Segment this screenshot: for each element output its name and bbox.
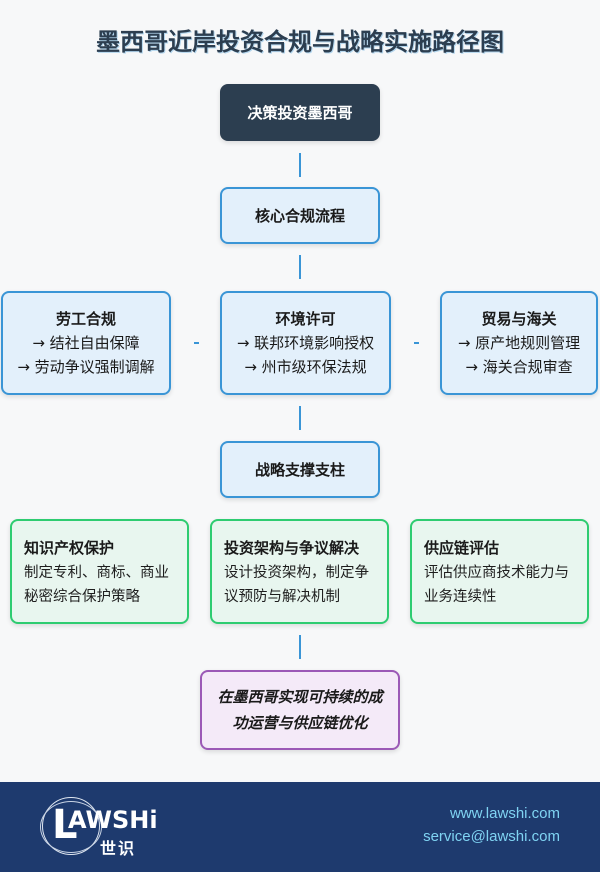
- lawshi-logo: L AWSHi 世识: [38, 795, 168, 860]
- ip-head: 知识产权保护: [24, 539, 115, 557]
- logo-chinese-name: 世识: [100, 839, 137, 858]
- logo-letter: L: [52, 802, 78, 848]
- node-labor-compliance: 劳工合规 → 结社自由保障 → 劳动争议强制调解: [1, 291, 171, 395]
- connector-core-row: [299, 255, 301, 279]
- environment-head: 环境许可: [275, 310, 336, 328]
- node-trade-customs: 贸易与海关 → 原产地规则管理 → 海关合规审查: [440, 291, 598, 395]
- node-ip-protection: 知识产权保护 制定专利、商标、商业秘密综合保护策略: [10, 519, 189, 624]
- node-core-label: 核心合规流程: [254, 206, 345, 225]
- trade-item: → 海关合规审查: [465, 358, 573, 376]
- environment-item: → 州市级环保法规: [244, 358, 367, 376]
- connector-env-trade: [414, 342, 419, 344]
- email-link[interactable]: service@lawshi.com: [423, 828, 560, 845]
- labor-item: → 劳动争议强制调解: [17, 358, 155, 376]
- logo-wordmark: AWSHi: [68, 806, 158, 834]
- node-supply-chain: 供应链评估 评估供应商技术能力与业务连续性: [410, 519, 589, 624]
- node-investment-structure: 投资架构与争议解决 设计投资架构，制定争议预防与解决机制: [210, 519, 389, 624]
- pillars-label: 战略支撑支柱: [254, 460, 345, 479]
- goal-label: 在墨西哥实现可持续的成功运营与供应链优化: [217, 688, 383, 732]
- ip-desc: 制定专利、商标、商业秘密综合保护策略: [24, 565, 169, 605]
- logo-ring-icon: [40, 801, 102, 853]
- trade-item: → 原产地规则管理: [457, 334, 581, 352]
- node-goal: 在墨西哥实现可持续的成功运营与供应链优化: [200, 670, 400, 750]
- supply-head: 供应链评估: [424, 539, 500, 557]
- diagram-title: 墨西哥近岸投资合规与战略实施路径图: [96, 28, 504, 56]
- connector-structure-goal: [299, 635, 301, 659]
- node-start: 决策投资墨西哥: [220, 84, 380, 141]
- contact-info: www.lawshi.com service@lawshi.com: [423, 802, 560, 848]
- supply-desc: 评估供应商技术能力与业务连续性: [424, 565, 569, 605]
- labor-head: 劳工合规: [55, 310, 116, 328]
- connector-start-core: [299, 153, 301, 177]
- node-environment-permit: 环境许可 → 联邦环境影响授权 → 州市级环保法规: [220, 291, 391, 395]
- environment-item: → 联邦环境影响授权: [236, 334, 375, 352]
- node-strategic-pillars: 战略支撑支柱: [220, 441, 380, 498]
- labor-item: → 结社自由保障: [32, 334, 140, 352]
- node-start-label: 决策投资墨西哥: [247, 104, 353, 122]
- website-link[interactable]: www.lawshi.com: [449, 805, 560, 822]
- connector-row-pillars: [299, 406, 301, 430]
- trade-head: 贸易与海关: [481, 310, 557, 328]
- structure-head: 投资架构与争议解决: [224, 539, 360, 557]
- structure-desc: 设计投资架构，制定争议预防与解决机制: [224, 565, 369, 605]
- node-core-compliance: 核心合规流程: [220, 187, 380, 244]
- connector-labor-env: [194, 342, 199, 344]
